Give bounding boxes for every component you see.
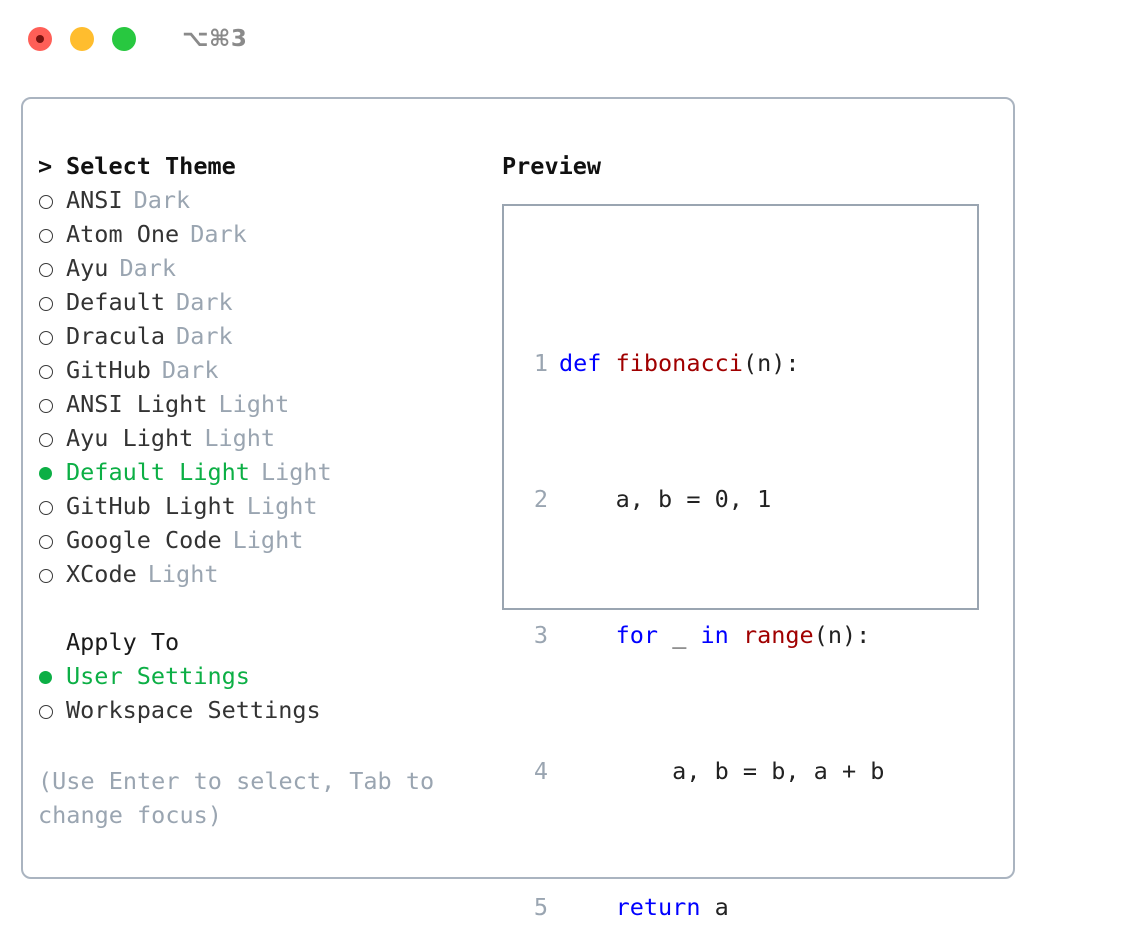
- apply-to-option-user-settings[interactable]: User Settings: [38, 659, 508, 693]
- theme-badge: Dark: [133, 186, 191, 214]
- theme-badge: Dark: [161, 356, 219, 384]
- theme-badge: Light: [260, 458, 332, 486]
- radio-unselected-icon[interactable]: [38, 353, 66, 387]
- code-token: a, b = b, a + b: [559, 757, 885, 785]
- apply-to-header: Apply To: [38, 625, 508, 659]
- close-window-button[interactable]: [28, 27, 52, 51]
- code-token: def: [559, 349, 616, 377]
- select-theme-header: > Select Theme: [38, 149, 508, 183]
- theme-option-ansi-dark[interactable]: ANSI Dark: [38, 183, 508, 217]
- theme-badge: Dark: [176, 322, 233, 350]
- line-number: 2: [533, 485, 548, 513]
- code-token: (n):: [813, 621, 871, 649]
- list-spacer: [38, 591, 508, 625]
- line-number: 4: [533, 757, 548, 785]
- theme-name: Dracula: [66, 322, 166, 350]
- radio-unselected-icon[interactable]: [38, 489, 66, 523]
- keyboard-shortcut-label: ⌥⌘3: [182, 26, 248, 52]
- radio-unselected-icon[interactable]: [38, 251, 66, 285]
- theme-name: GitHub Light: [66, 492, 236, 520]
- preview-title: Preview: [502, 152, 602, 180]
- theme-option-github-dark[interactable]: GitHub Dark: [38, 353, 508, 387]
- line-number: 5: [533, 893, 548, 921]
- caret-icon: >: [38, 152, 53, 180]
- theme-badge: Light: [218, 390, 290, 418]
- theme-selector-dialog: > Select Theme ANSI Dark Atom One Dark A…: [21, 97, 1015, 921]
- code-token: [729, 621, 743, 649]
- theme-name: Atom One: [66, 220, 180, 248]
- theme-badge: Dark: [176, 288, 233, 316]
- theme-list-panel: > Select Theme ANSI Dark Atom One Dark A…: [38, 149, 508, 727]
- keyboard-hint-text: (Use Enter to select, Tab to change focu…: [38, 767, 435, 829]
- theme-badge: Light: [232, 526, 304, 554]
- theme-option-default-light[interactable]: Default Light Light: [38, 455, 508, 489]
- theme-option-dracula-dark[interactable]: Dracula Dark: [38, 319, 508, 353]
- radio-unselected-icon[interactable]: [38, 523, 66, 557]
- theme-name: Default: [66, 288, 166, 316]
- select-theme-title: Select Theme: [66, 152, 236, 180]
- code-token: a: [700, 893, 729, 921]
- radio-unselected-icon[interactable]: [38, 217, 66, 251]
- code-token: range: [742, 621, 814, 649]
- apply-to-name: Workspace Settings: [66, 696, 321, 724]
- theme-badge: Light: [246, 492, 318, 520]
- theme-name: Default Light: [66, 458, 250, 486]
- radio-unselected-icon[interactable]: [38, 387, 66, 421]
- radio-unselected-icon[interactable]: [38, 319, 66, 353]
- code-token: [559, 893, 616, 921]
- radio-unselected-icon[interactable]: [38, 557, 66, 591]
- code-line: 5 return a: [524, 890, 913, 924]
- code-token: _: [658, 621, 701, 649]
- code-line: 3 for _ in range(n):: [524, 618, 913, 652]
- theme-name: XCode: [66, 560, 137, 588]
- apply-to-title: Apply To: [66, 628, 180, 656]
- apply-to-name: User Settings: [66, 662, 250, 690]
- line-number: 1: [533, 349, 548, 377]
- radio-unselected-icon[interactable]: [38, 421, 66, 455]
- code-token: return: [615, 893, 701, 921]
- radio-selected-icon[interactable]: [38, 659, 66, 693]
- window-controls: [28, 27, 136, 51]
- code-token: in: [700, 621, 729, 649]
- preview-panel: Preview: [502, 149, 1002, 183]
- theme-option-ayu-light[interactable]: Ayu Light Light: [38, 421, 508, 455]
- theme-name: GitHub: [66, 356, 151, 384]
- maximize-window-button[interactable]: [112, 27, 136, 51]
- theme-badge: Dark: [190, 220, 247, 248]
- theme-name: Ayu Light: [66, 424, 194, 452]
- apply-to-option-workspace-settings[interactable]: Workspace Settings: [38, 693, 508, 727]
- theme-name: ANSI: [66, 186, 123, 214]
- theme-option-xcode[interactable]: XCode Light: [38, 557, 508, 591]
- theme-badge: Light: [147, 560, 219, 588]
- code-line: 1 def fibonacci(n):: [524, 346, 913, 380]
- theme-option-atom-one-dark[interactable]: Atom One Dark: [38, 217, 508, 251]
- theme-option-github-light[interactable]: GitHub Light Light: [38, 489, 508, 523]
- minimize-window-button[interactable]: [70, 27, 94, 51]
- code-token: [559, 621, 616, 649]
- radio-unselected-icon[interactable]: [38, 693, 66, 727]
- code-token: for: [615, 621, 659, 649]
- radio-unselected-icon[interactable]: [38, 183, 66, 217]
- theme-badge: Light: [204, 424, 276, 452]
- code-line: 4 a, b = b, a + b: [524, 754, 913, 788]
- theme-badge: Dark: [119, 254, 177, 282]
- code-line: 2 a, b = 0, 1: [524, 482, 913, 516]
- line-number: 3: [533, 621, 548, 649]
- code-token: fibonacci: [615, 349, 743, 377]
- theme-name: ANSI Light: [66, 390, 208, 418]
- theme-option-ansi-light[interactable]: ANSI Light Light: [38, 387, 508, 421]
- theme-option-default-dark[interactable]: Default Dark: [38, 285, 508, 319]
- theme-option-ayu-dark[interactable]: Ayu Dark: [38, 251, 508, 285]
- radio-selected-icon[interactable]: [38, 455, 66, 489]
- title-bar: ⌥⌘3: [0, 0, 1140, 78]
- code-token: (n):: [742, 349, 800, 377]
- radio-unselected-icon[interactable]: [38, 285, 66, 319]
- theme-name: Ayu: [66, 254, 109, 282]
- theme-name: Google Code: [66, 526, 222, 554]
- code-token: a, b = 0, 1: [559, 485, 772, 513]
- theme-option-google-code[interactable]: Google Code Light: [38, 523, 508, 557]
